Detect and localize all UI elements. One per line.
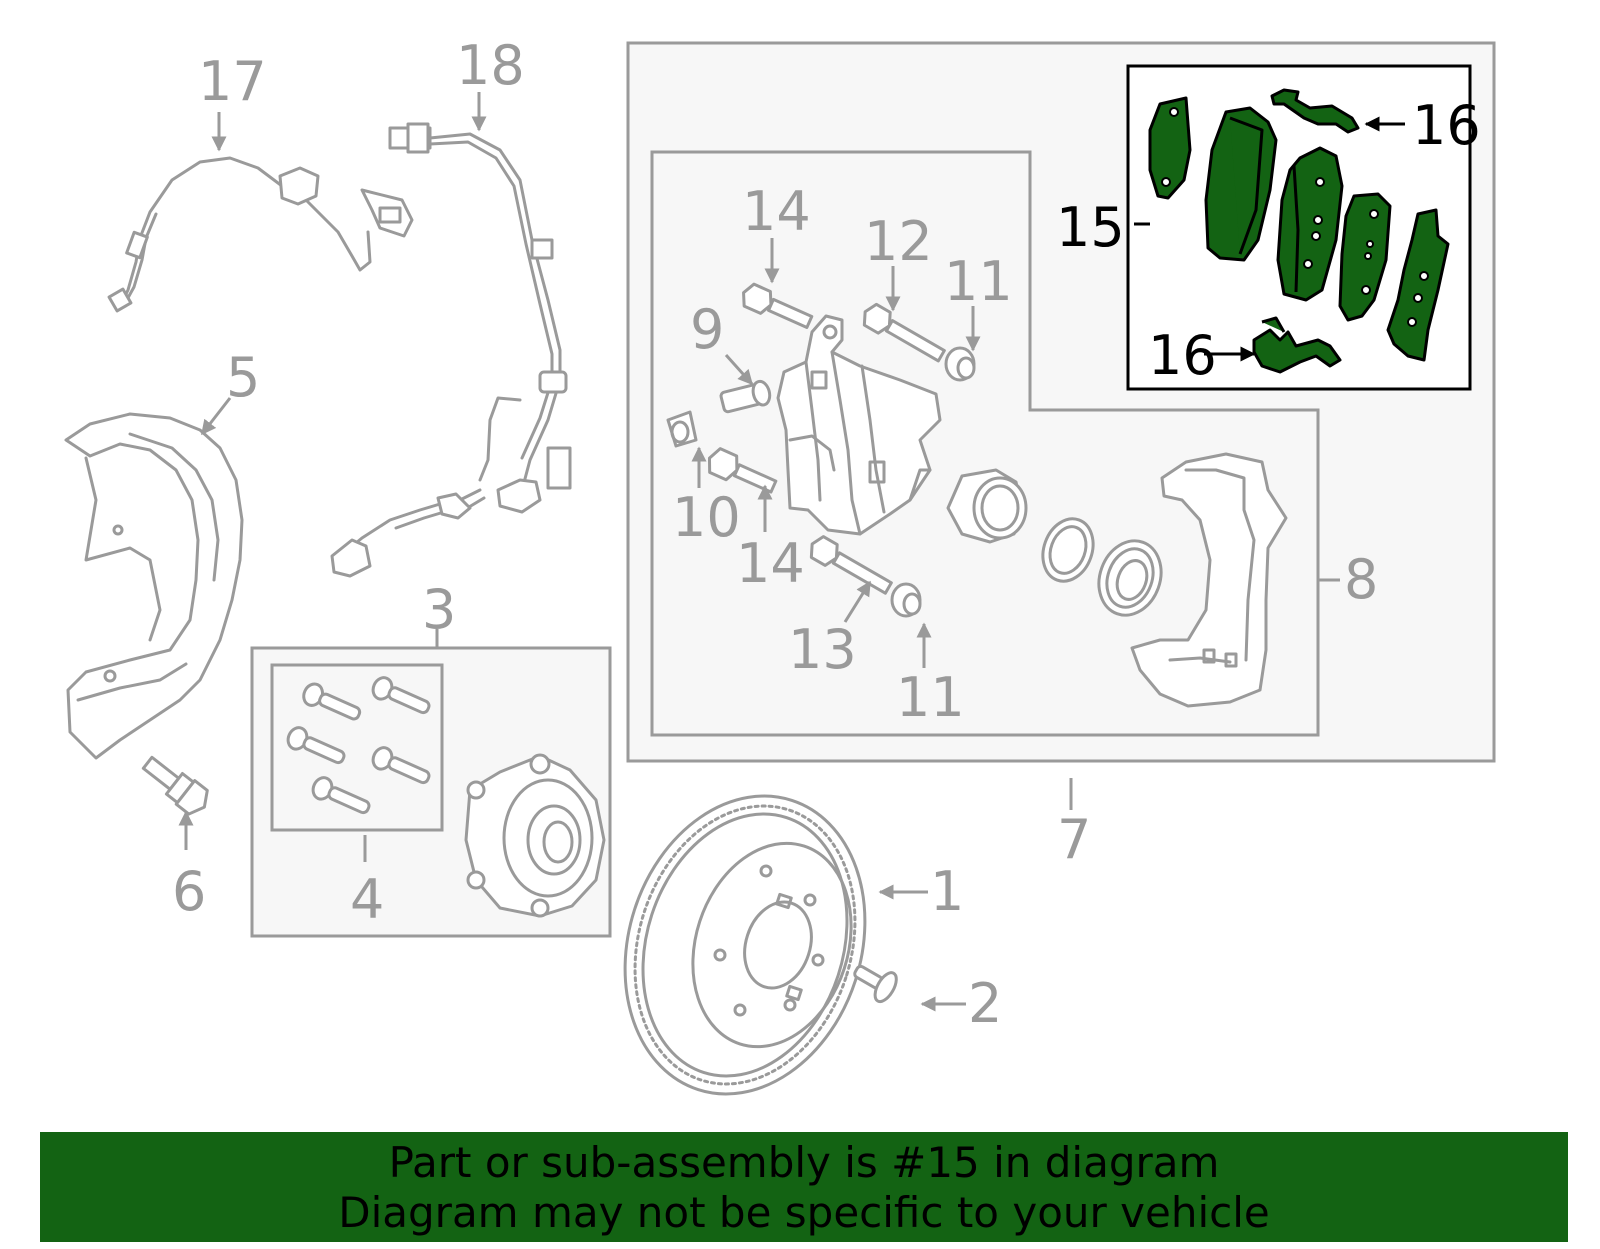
callout-16-upper: 16: [1412, 94, 1481, 157]
part-1-brake-rotor: [623, 794, 867, 1096]
part-4-hub-bolts: [286, 676, 431, 815]
part-18-wire: [330, 122, 572, 578]
part-2-screw: [853, 964, 898, 1004]
callout-8: 8: [1344, 548, 1378, 611]
caliper-piston: [946, 468, 1028, 544]
part-12-bolt: [862, 302, 946, 363]
callout-1: 1: [930, 860, 964, 923]
part-15-brake-pads: [1148, 96, 1450, 362]
caliper-bracket: [1130, 452, 1288, 708]
part-6-bolt: [141, 755, 209, 816]
callout-14-lower: 14: [736, 532, 805, 595]
callout-9: 9: [690, 298, 724, 361]
callout-7: 7: [1057, 808, 1091, 871]
info-banner: Part or sub-assembly is #15 in diagram D…: [40, 1132, 1568, 1242]
callout-6: 6: [172, 860, 206, 923]
callout-16-lower: 16: [1148, 324, 1217, 387]
callout-3: 3: [422, 578, 456, 641]
banner-line-2: Diagram may not be specific to your vehi…: [338, 1188, 1270, 1237]
callout-2: 2: [968, 972, 1002, 1035]
banner-line-1: Part or sub-assembly is #15 in diagram: [388, 1138, 1220, 1187]
part-11-bushing-lower: [890, 582, 922, 618]
part-13-bolt: [809, 535, 893, 595]
part-16-clip-lower: [1252, 316, 1342, 374]
part-3-hub-bearing: [464, 753, 606, 918]
dust-boot: [1097, 539, 1163, 617]
part-17-wire: [107, 156, 414, 313]
part-14-bolt-lower: [707, 447, 778, 494]
callout-14-upper: 14: [742, 180, 811, 243]
callout-15: 15: [1056, 196, 1125, 259]
part-10-cap: [666, 410, 698, 448]
part-9-bleeder: [719, 379, 772, 414]
callout-18: 18: [456, 34, 525, 97]
callout-11-lower: 11: [896, 666, 965, 729]
part-14-bolt-upper: [742, 282, 814, 329]
part-5-splash-shield: [64, 412, 244, 760]
callout-10: 10: [672, 486, 741, 549]
part-11-bushing-upper: [944, 346, 976, 382]
callout-13: 13: [788, 618, 857, 681]
callout-17: 17: [198, 50, 267, 113]
callout-5: 5: [226, 346, 260, 409]
parts-diagram: 17 18 5 6 3 4 1 2 7 8 14 12 11 9 10 14 1…: [64, 34, 1496, 1096]
callout-11-upper: 11: [944, 250, 1013, 313]
callout-12: 12: [864, 210, 933, 273]
caliper-housing: [776, 314, 942, 536]
callout-4: 4: [350, 868, 384, 931]
part-16-clip-upper: [1270, 88, 1360, 134]
piston-seal: [1041, 517, 1095, 583]
